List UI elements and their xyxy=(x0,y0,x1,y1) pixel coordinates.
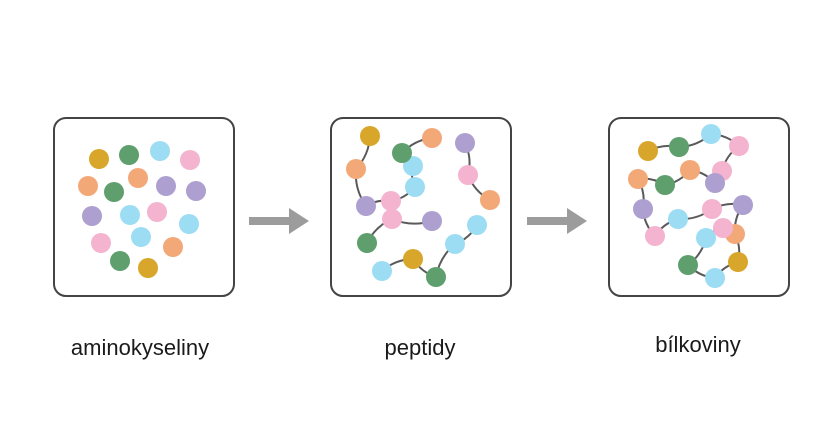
peptide-amino-acid xyxy=(360,126,380,146)
protein-amino-acid xyxy=(669,137,689,157)
amino-acids-label: aminokyseliny xyxy=(70,335,210,360)
protein-amino-acid xyxy=(702,199,722,219)
protein-amino-acid xyxy=(705,173,725,193)
amino-acid-molecule xyxy=(78,176,98,196)
peptide-amino-acid xyxy=(467,215,487,235)
peptides-label: peptidy xyxy=(384,335,456,360)
protein-amino-acid xyxy=(680,160,700,180)
protein-amino-acid xyxy=(713,218,733,238)
peptide-amino-acid xyxy=(480,190,500,210)
protein-amino-acid xyxy=(668,209,688,229)
amino-acid-molecule xyxy=(163,237,183,257)
amino-acid-molecule xyxy=(179,214,199,234)
peptide-amino-acid xyxy=(382,209,402,229)
peptide-amino-acid xyxy=(346,159,366,179)
peptide-amino-acid xyxy=(458,165,478,185)
peptide-amino-acid xyxy=(372,261,392,281)
protein-amino-acid xyxy=(645,226,665,246)
peptide-amino-acid xyxy=(356,196,376,216)
protein-amino-acid xyxy=(628,169,648,189)
peptide-amino-acid xyxy=(445,234,465,254)
protein-amino-acid xyxy=(696,228,716,248)
amino-acid-molecule xyxy=(82,206,102,226)
amino-acid-molecule xyxy=(150,141,170,161)
protein-amino-acid xyxy=(678,255,698,275)
peptides-box xyxy=(330,117,512,297)
peptide-amino-acid xyxy=(455,133,475,153)
proteins-box xyxy=(608,117,790,297)
protein-amino-acid xyxy=(705,268,725,288)
amino-acid-molecule xyxy=(89,149,109,169)
proteins-label: bílkoviny xyxy=(655,332,741,357)
amino-acid-molecule xyxy=(91,233,111,253)
peptide-amino-acid xyxy=(422,211,442,231)
peptide-amino-acid xyxy=(422,128,442,148)
amino-acid-molecule xyxy=(120,205,140,225)
protein-amino-acid xyxy=(733,195,753,215)
protein-amino-acid xyxy=(638,141,658,161)
amino-acid-molecule xyxy=(104,182,124,202)
amino-acid-molecule xyxy=(186,181,206,201)
peptide-amino-acid xyxy=(392,143,412,163)
amino-acid-molecule xyxy=(110,251,130,271)
amino-acid-molecule xyxy=(119,145,139,165)
peptide-amino-acid xyxy=(403,249,423,269)
protein-amino-acid xyxy=(701,124,721,144)
peptide-amino-acid xyxy=(381,191,401,211)
amino-acid-molecule xyxy=(180,150,200,170)
protein-amino-acid xyxy=(655,175,675,195)
peptide-amino-acid xyxy=(357,233,377,253)
amino-acid-molecule xyxy=(138,258,158,278)
right-arrow-icon xyxy=(249,208,309,234)
protein-amino-acid xyxy=(728,252,748,272)
amino-acid-molecule xyxy=(147,202,167,222)
right-arrow-icon xyxy=(527,208,587,234)
amino-acid-molecule xyxy=(156,176,176,196)
protein-amino-acid xyxy=(729,136,749,156)
amino-acid-molecules xyxy=(78,124,753,288)
protein-amino-acid xyxy=(633,199,653,219)
peptide-amino-acid xyxy=(405,177,425,197)
amino-acid-molecule xyxy=(128,168,148,188)
peptide-amino-acid xyxy=(426,267,446,287)
amino-acid-molecule xyxy=(131,227,151,247)
